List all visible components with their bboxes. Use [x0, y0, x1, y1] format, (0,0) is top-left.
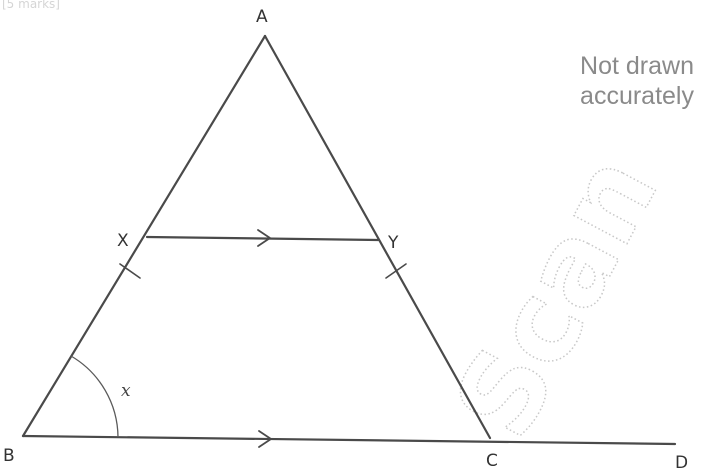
vertex-label-D: D: [675, 453, 688, 473]
side-AB: [21, 34, 267, 438]
vertex-label-A: A: [256, 7, 268, 27]
corner-text: [5 marks]: [2, 0, 60, 11]
angle-arc-B: [70, 355, 119, 438]
segment-XY: [145, 235, 380, 242]
line-BD: [21, 434, 677, 446]
tick-mark-AB: [119, 263, 141, 279]
parallel-arrow-XY: [257, 229, 271, 247]
angle-label-x: x: [121, 381, 131, 401]
vertex-label-X: X: [117, 231, 129, 251]
vertex-label-C: C: [486, 451, 498, 471]
tick-mark-AC: [385, 263, 407, 279]
watermark-text: Scan: [430, 135, 682, 457]
note-line-2: accurately: [580, 82, 694, 110]
vertex-label-Y: Y: [387, 233, 399, 253]
side-AC: [263, 34, 492, 440]
note-line-1: Not drawn: [580, 52, 694, 80]
vertex-label-B: B: [3, 446, 15, 466]
parallel-arrow-BC: [258, 430, 272, 448]
